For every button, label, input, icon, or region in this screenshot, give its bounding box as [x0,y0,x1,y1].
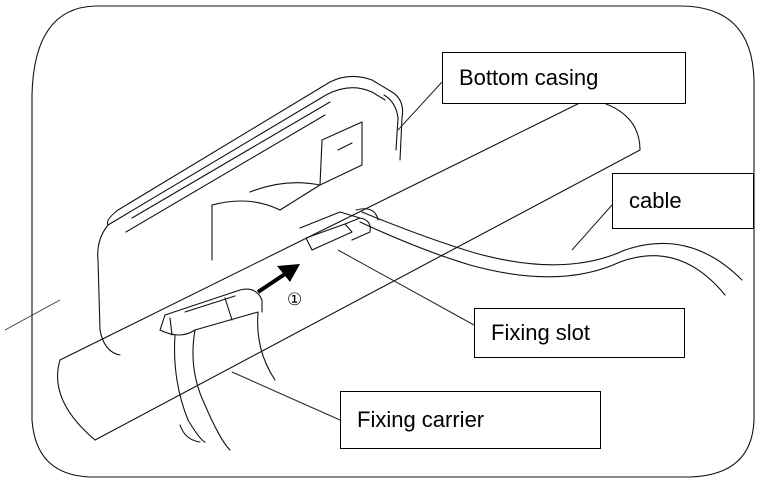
outer-frame [31,5,755,478]
label-bottom-casing: Bottom casing [442,52,686,104]
leader-fixing-slot [337,249,475,326]
label-fixing-carrier: Fixing carrier [340,391,601,449]
leader-cable [571,204,613,251]
step-marker: ① [287,290,302,310]
computer-body [97,75,404,356]
leader-fixing-carrier [231,371,341,421]
label-fixing-slot: Fixing slot [474,308,685,358]
handlebar-tube [4,87,641,441]
cable [359,211,743,296]
leader-bottom-casing [397,81,443,131]
label-cable: cable [612,173,754,229]
insertion-arrow [256,264,300,294]
fixing-carrier-drawing [159,288,276,451]
